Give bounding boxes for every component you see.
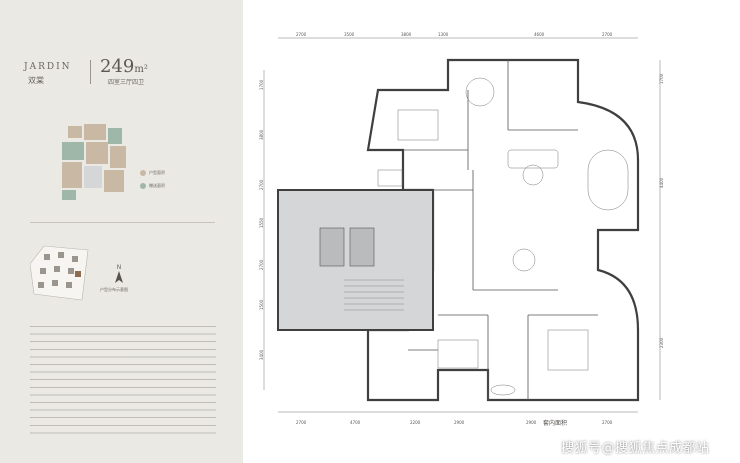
description-text-block xyxy=(30,326,216,438)
dim-bottom: 2900 xyxy=(454,420,465,425)
north-label: N xyxy=(116,264,122,271)
panel-divider xyxy=(30,222,215,223)
unit-area: 249m² xyxy=(100,56,148,77)
legend-swatch xyxy=(140,183,146,189)
dim-left: 1500 xyxy=(259,299,264,310)
dim-left: 3400 xyxy=(259,349,264,360)
legend-item: 户型面积 xyxy=(140,170,165,176)
area-caption: 套内面积 xyxy=(543,420,568,427)
legend: 户型面积 赠送面积 xyxy=(140,170,165,196)
dim-left: 2700 xyxy=(259,179,264,190)
dim-top: 2700 xyxy=(296,32,307,37)
elevator-shaft xyxy=(319,227,345,267)
dim-bottom: 4700 xyxy=(350,420,361,425)
brand-divider xyxy=(90,60,91,84)
dim-left: 1550 xyxy=(259,217,264,228)
dim-top: 4600 xyxy=(534,32,545,37)
dim-right: 2300 xyxy=(659,337,664,348)
dim-top: 3500 xyxy=(344,32,355,37)
core-wall xyxy=(277,189,434,331)
minimap-label: 户型分布示意图 xyxy=(100,287,128,292)
brand-name-en: JARDIN xyxy=(24,62,72,72)
key-plan-thumbnail xyxy=(62,124,126,200)
dim-left: 1700 xyxy=(259,79,264,90)
dim-top: 1300 xyxy=(438,32,449,37)
legend-label: 户型面积 xyxy=(149,170,165,175)
dim-bottom: 2200 xyxy=(410,420,421,425)
compass: N xyxy=(115,264,123,285)
interior-walls xyxy=(403,60,598,400)
elevator-shaft xyxy=(349,227,375,267)
brand-name-cn: 双棠 xyxy=(28,76,44,85)
dim-bottom: 2700 xyxy=(602,420,613,425)
unit-layout: 四室三厅四卫 xyxy=(108,79,145,86)
dim-bottom: 2900 xyxy=(526,420,537,425)
unit-area-value: 249 xyxy=(100,56,135,77)
dim-top: 2700 xyxy=(602,32,613,37)
dim-bottom: 2700 xyxy=(296,420,307,425)
dim-left: 3800 xyxy=(259,129,264,140)
north-arrow-icon xyxy=(115,271,123,283)
stair-treads xyxy=(344,279,404,311)
left-info-panel: JARDIN 双棠 249m² 四室三厅四卫 户型面积 赠送面积 N 户型分布示… xyxy=(0,0,243,463)
dim-left: 2700 xyxy=(259,259,264,270)
site-minimap xyxy=(30,245,89,301)
legend-swatch xyxy=(140,170,146,176)
dim-right: 4400 xyxy=(659,177,664,188)
furniture xyxy=(377,77,629,396)
dim-right: 1700 xyxy=(659,73,664,84)
watermark: 搜狐号@搜狐焦点成都站 xyxy=(561,441,710,456)
legend-item: 赠送面积 xyxy=(140,183,165,189)
unit-area-unit: m² xyxy=(134,64,148,75)
legend-label: 赠送面积 xyxy=(149,183,165,188)
floor-plan: 2700 3500 3800 1300 4600 2700 2700 4700 … xyxy=(259,32,664,425)
dim-top: 3800 xyxy=(401,32,412,37)
